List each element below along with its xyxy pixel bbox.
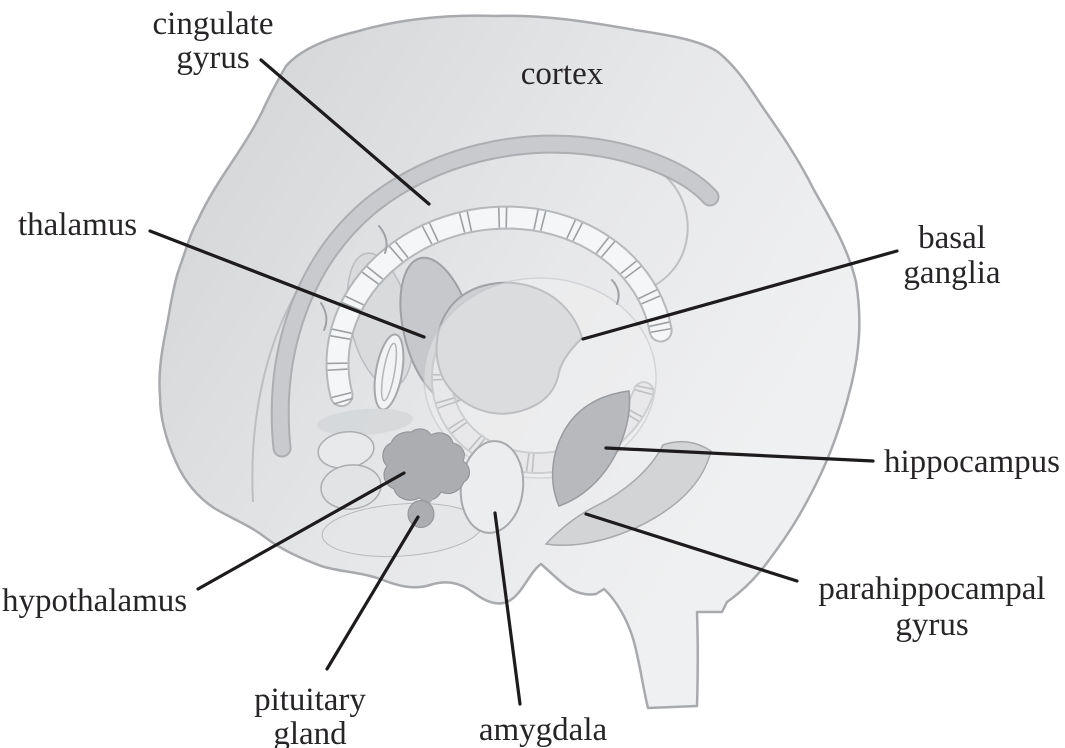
label-parahippocampal-gyrus: gyrus xyxy=(895,607,968,643)
label-basal-ganglia: basal xyxy=(918,220,986,256)
leader-thalamus xyxy=(148,229,426,339)
leader-hypothalamus xyxy=(196,471,406,591)
labels: cingulate gyrus cortex thalamus basal ga… xyxy=(2,6,1060,748)
temporal-structures xyxy=(317,408,483,558)
corpus-callosum-band xyxy=(270,134,720,458)
label-parahippocampal-gyrus: parahippocampal xyxy=(818,571,1045,607)
leader-amygdala xyxy=(493,511,522,706)
fornix-ladder-outer xyxy=(325,205,673,408)
basal-ganglia-shape xyxy=(435,281,584,415)
label-basal-ganglia: ganglia xyxy=(903,255,1000,291)
fornix-ladder-outer-slot xyxy=(325,205,673,408)
label-hypothalamus: hypothalamus xyxy=(2,583,187,619)
fornix-column-loop xyxy=(373,333,405,411)
label-hippocampus: hippocampus xyxy=(884,444,1060,480)
leader-basal-ganglia xyxy=(581,249,899,341)
hippocampus-shape xyxy=(551,390,631,507)
leader-cingulate-gyrus xyxy=(259,58,431,206)
parahippocampal-gyrus-shape xyxy=(544,440,712,546)
hypothalamus-shape xyxy=(382,428,470,501)
label-cortex: cortex xyxy=(521,56,604,92)
label-thalamus: thalamus xyxy=(18,207,137,243)
leader-pituitary-gland xyxy=(325,515,420,671)
label-pituitary-gland: pituitary xyxy=(254,682,366,718)
label-amygdala: amygdala xyxy=(479,712,608,748)
sulcus-marks xyxy=(320,225,620,331)
label-cingulate-gyrus: gyrus xyxy=(176,40,249,76)
label-pituitary-gland: gland xyxy=(273,716,347,748)
leader-lines xyxy=(148,58,899,706)
label-cingulate-gyrus: cingulate xyxy=(153,6,274,42)
leader-parahippocampal-gyrus xyxy=(584,512,799,583)
leader-hippocampus xyxy=(604,446,875,463)
